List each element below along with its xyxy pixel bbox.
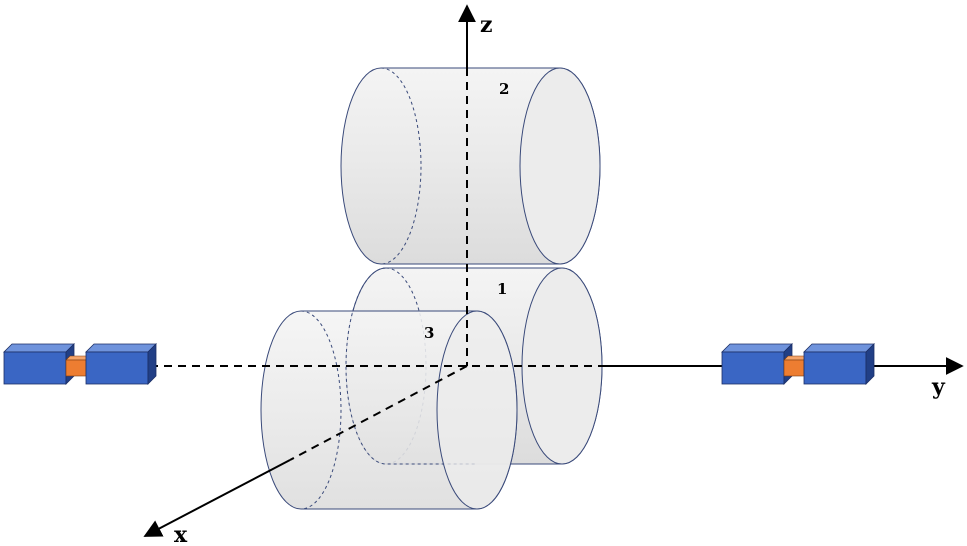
left-sensor-block [3,343,157,385]
right-block-b-top [803,343,875,353]
x-axis-label: x [174,522,188,546]
cylinder-3-label: 3 [424,324,434,342]
cylinder-2-front-face [519,67,601,265]
cylinder-3 [260,267,518,510]
cylinder-2-label: 2 [499,80,509,98]
cylinder-2-hidden-edge [380,67,422,265]
y-axis-label: y [931,374,946,400]
z-axis-label: z [480,12,493,38]
left-block-b-front [85,351,149,385]
cylinder-3-hidden-edge [300,310,342,510]
right-block-b-front [803,351,867,385]
right-block-a-front [721,351,785,385]
right-block-a-top [721,343,793,353]
left-block-b-top [85,343,157,353]
x-axis-dashed [289,365,468,461]
right-block-b-side [865,343,875,385]
left-block-a-top [3,343,75,353]
cylinder-1-label: 1 [497,280,507,298]
right-sensor-block [721,343,875,385]
x-axis-solid [143,459,291,537]
left-block-b-side [147,343,157,385]
left-connector [65,359,87,377]
left-block-a-front [3,351,67,385]
cylinder-3-front-face [436,310,518,510]
right-connector [783,359,805,377]
cylinder-2 [340,67,601,265]
